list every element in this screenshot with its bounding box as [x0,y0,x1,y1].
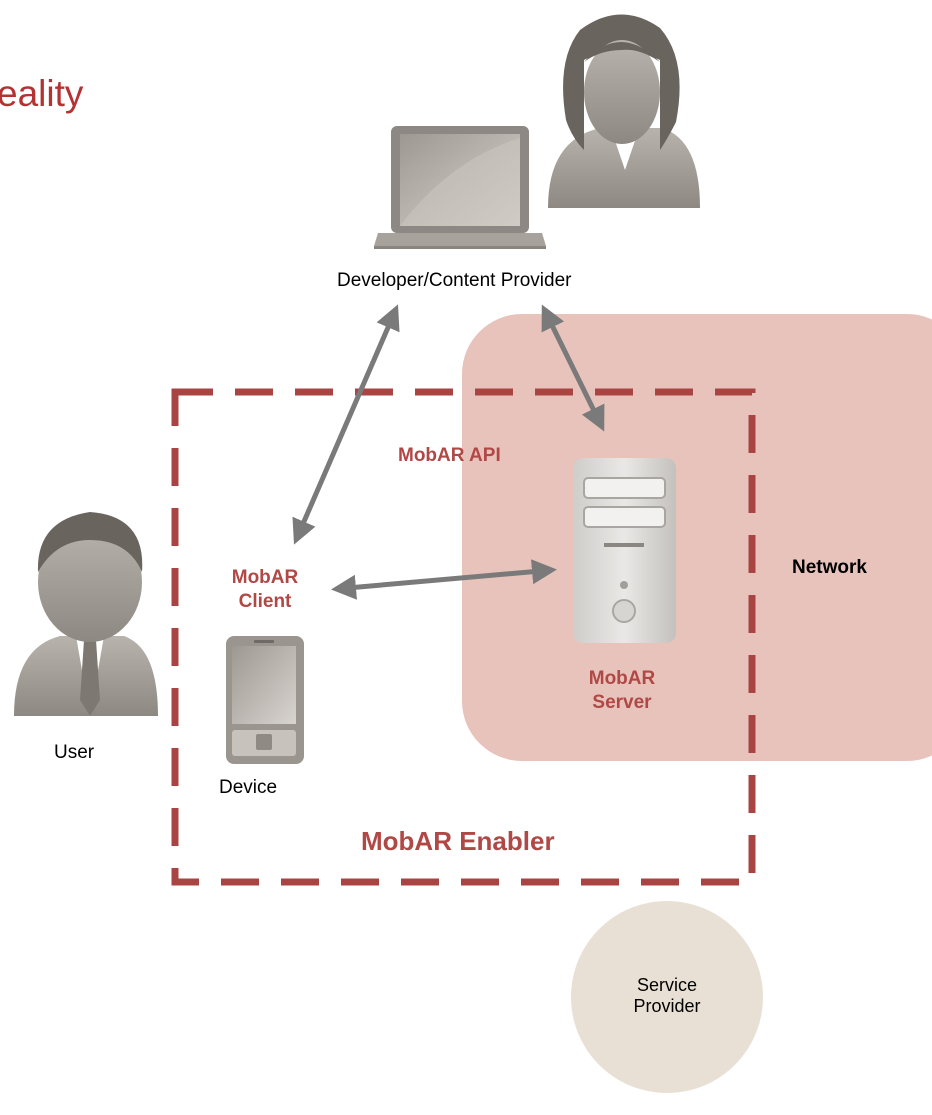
arrow-client-server [331,559,557,600]
client-label-line2: Client [238,591,292,612]
page-title: eality [0,73,84,114]
service-provider-label: Service Provider [607,975,727,1017]
server-icon [573,458,676,643]
developer-person-icon [548,14,700,208]
service-provider-line2: Provider [633,996,701,1016]
user-person-icon [14,512,158,716]
mobar-api-label: MobAR API [398,445,501,466]
arrow-client-developer [292,304,400,545]
device-label: Device [219,777,278,798]
enabler-label: MobAR Enabler [361,826,555,856]
network-label: Network [792,557,867,578]
server-label-line2: Server [592,692,652,713]
network-area [462,314,932,761]
client-label-line1: MobAR [231,567,299,588]
service-provider-line1: Service [636,975,698,995]
mobile-device-icon [226,636,304,764]
laptop-icon [374,126,546,249]
arrow-developer-server [541,304,605,432]
server-label: MobAR Server [562,667,682,715]
service-provider-circle [571,901,763,1093]
enabler-boundary [171,388,756,886]
user-label: User [54,742,95,763]
server-label-line1: MobAR [588,668,656,689]
client-label: MobAR Client [205,566,325,614]
developer-label: Developer/Content Provider [337,270,572,291]
